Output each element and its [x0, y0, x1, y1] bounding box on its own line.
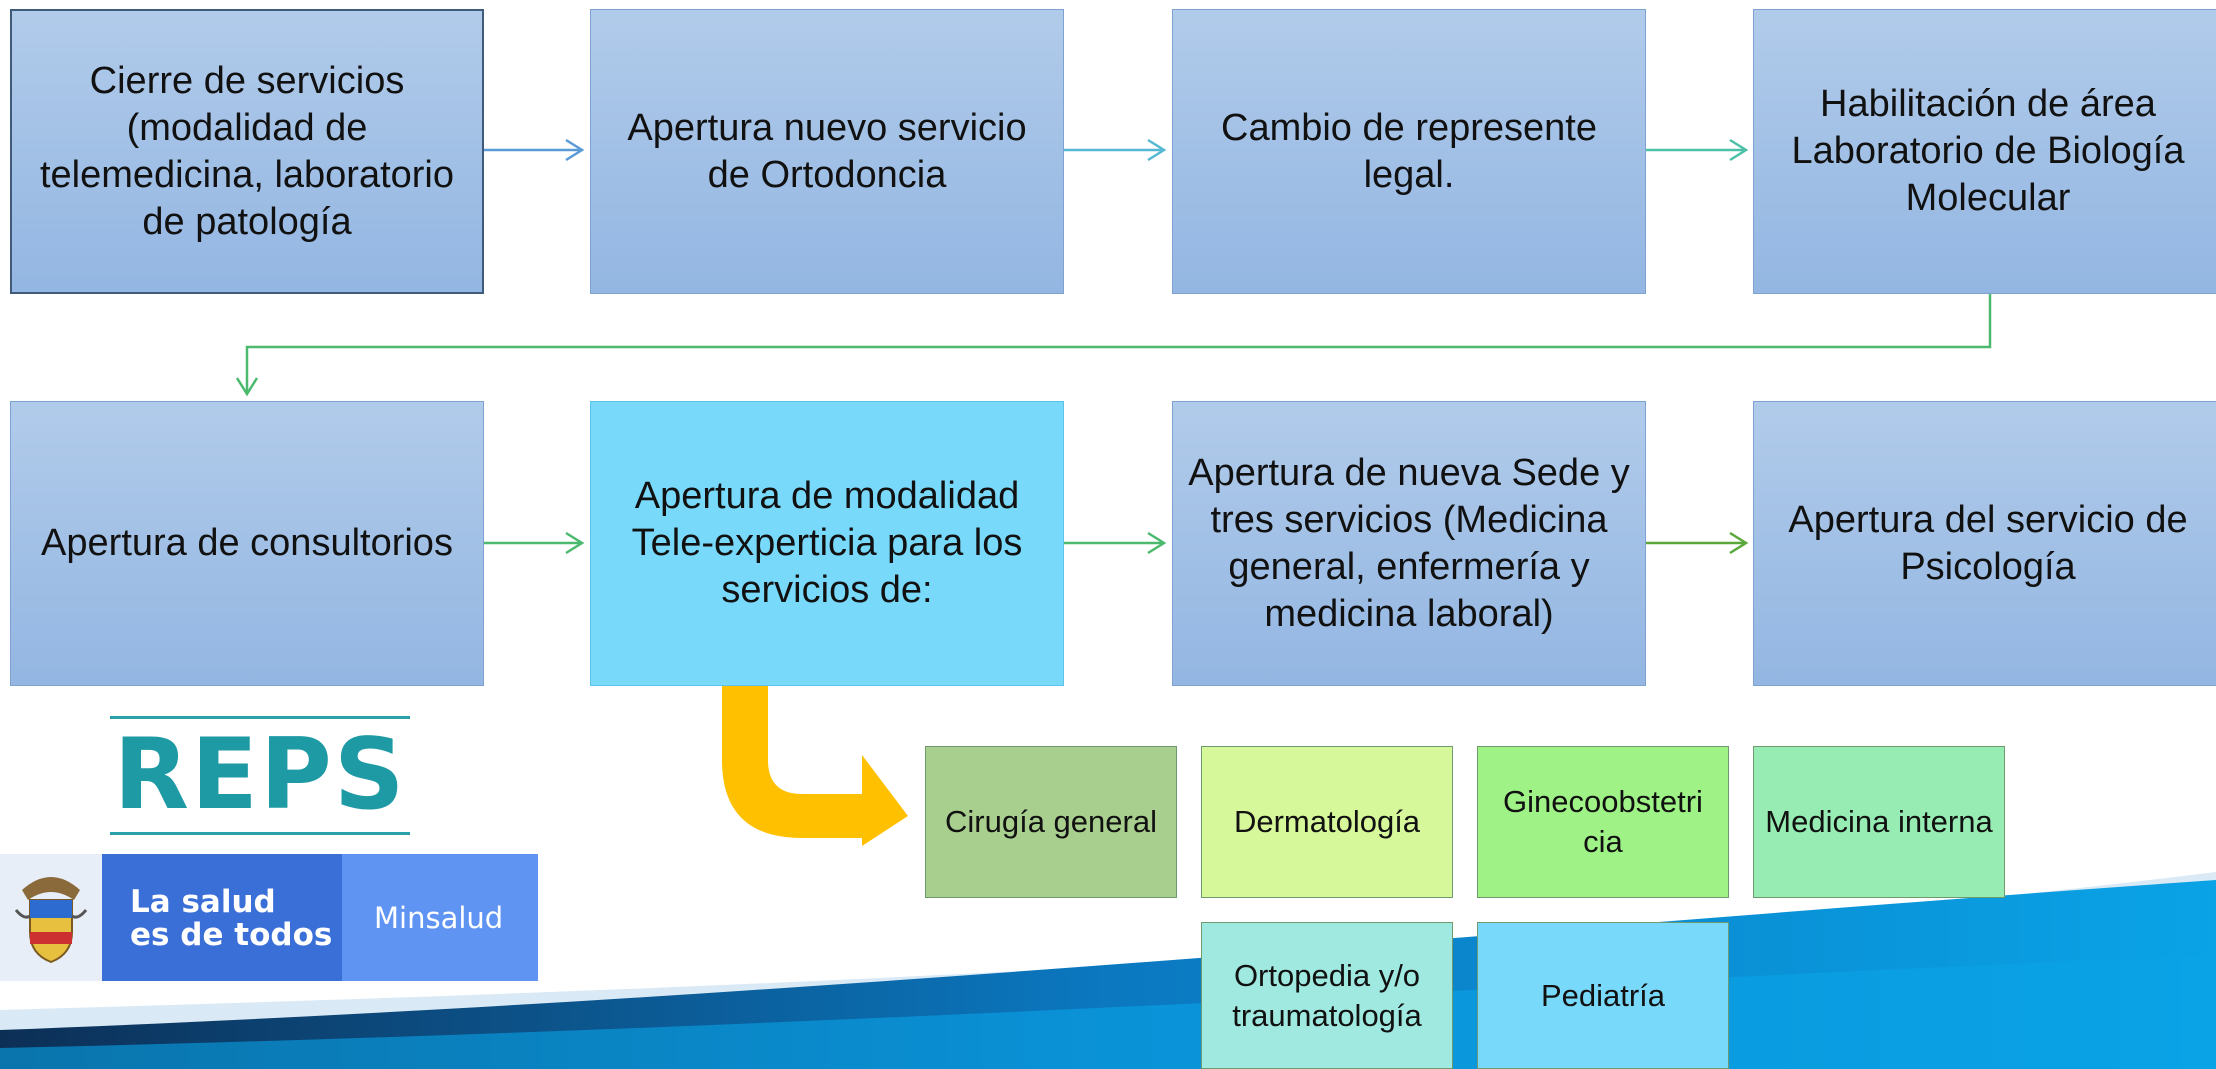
- service-ortopedia: Ortopedia y/o traumatología: [1201, 922, 1453, 1069]
- service-cirugia-general: Cirugía general: [925, 746, 1177, 898]
- bent-arrow: [722, 629, 908, 846]
- reps-logo: REPS: [113, 718, 407, 832]
- step-8: Apertura del servicio de Psicología: [1753, 401, 2216, 686]
- service-medicina-interna: Medicina interna: [1753, 746, 2005, 898]
- step-2: Apertura nuevo servicio de Ortodoncia: [590, 9, 1064, 294]
- coat-of-arms-icon: [0, 854, 102, 981]
- slogan: La salud es de todos: [102, 854, 342, 981]
- slogan-line-2: es de todos: [130, 917, 333, 953]
- step-1: Cierre de servicios (modalidad de teleme…: [10, 9, 484, 294]
- step-4: Habilitación de área Laboratorio de Biol…: [1753, 9, 2216, 294]
- step-5: Apertura de consultorios: [10, 401, 484, 686]
- service-ginecoobstetricia: Ginecoobstetri cia: [1477, 746, 1729, 898]
- slogan-line-1: La salud: [130, 884, 276, 920]
- step-6: Apertura de modalidad Tele-experticia pa…: [590, 401, 1064, 686]
- service-dermatologia: Dermatología: [1201, 746, 1453, 898]
- reps-top-line: [110, 716, 410, 719]
- service-pediatria: Pediatría: [1477, 922, 1729, 1069]
- reps-bottom-line: [110, 832, 410, 835]
- step-3: Cambio de represente legal.: [1172, 9, 1646, 294]
- arrow-4-5: [245, 294, 1992, 392]
- minsalud-banner: La salud es de todos Minsalud: [0, 854, 538, 981]
- ministry-name: Minsalud: [342, 854, 538, 981]
- step-7: Apertura de nueva Sede y tres servicios …: [1172, 401, 1646, 686]
